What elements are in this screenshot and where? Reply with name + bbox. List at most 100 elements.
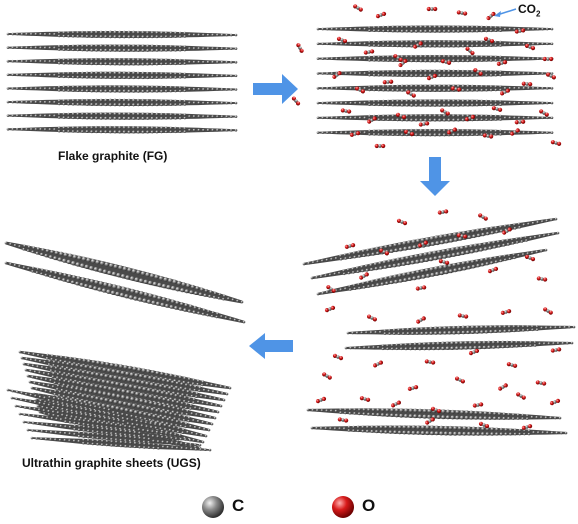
oxygen-atom <box>424 359 429 364</box>
graphene-layer <box>316 54 554 63</box>
carbon-atom <box>127 85 131 89</box>
carbon-atom <box>77 255 82 261</box>
carbon-atom <box>377 346 380 349</box>
carbon-atom <box>503 258 507 262</box>
carbon-atom <box>110 440 114 443</box>
graphene-layer <box>4 241 244 304</box>
layer-body <box>29 380 216 420</box>
carbon-atom <box>541 86 544 90</box>
carbon-atom <box>86 371 90 375</box>
carbon-atom <box>67 31 70 34</box>
carbon-atom <box>130 276 135 281</box>
carbon-atom <box>53 60 56 63</box>
carbon-atom <box>469 410 474 415</box>
carbon-atom <box>211 128 214 132</box>
co2-molecule <box>514 28 526 34</box>
carbon-atom <box>155 112 159 116</box>
carbon-atom <box>118 376 122 381</box>
carbon-atom <box>379 425 383 429</box>
carbon-atom <box>177 418 181 421</box>
carbon-atom <box>447 103 451 107</box>
carbon-atom <box>136 423 139 427</box>
carbon-atom <box>330 409 333 413</box>
carbon-atom <box>118 89 122 93</box>
carbon-atom <box>475 74 479 77</box>
carbon-atom <box>187 416 191 420</box>
carbon-atom <box>108 62 112 66</box>
oxygen-atom <box>324 307 330 313</box>
carbon-atom <box>213 416 217 420</box>
carbon-atom <box>56 401 60 404</box>
carbon-atom <box>499 55 502 59</box>
carbon-atom <box>230 33 233 37</box>
carbon-atom <box>160 85 163 89</box>
carbon-atom <box>139 398 144 403</box>
carbon-atom <box>461 55 465 58</box>
oxygen-atom <box>375 13 381 19</box>
carbon-atom <box>101 427 104 430</box>
carbon-atom <box>386 103 390 107</box>
carbon-atom <box>11 127 14 131</box>
carbon-atom <box>512 253 516 256</box>
carbon-atom <box>439 234 443 239</box>
carbon-atom <box>539 381 543 385</box>
carbon-atom <box>536 42 540 46</box>
carbon-atom <box>6 388 10 392</box>
oxygen-atom <box>315 398 321 404</box>
carbon-atom <box>48 255 53 259</box>
carbon-atom <box>98 390 102 395</box>
carbon-atom <box>347 271 351 275</box>
carbon-atom <box>377 118 381 121</box>
carbon-atom <box>485 40 488 44</box>
carbon-atom <box>456 118 460 122</box>
carbon-atom <box>419 103 423 107</box>
carbon-atom <box>99 397 104 402</box>
oxygen-atom <box>551 75 557 80</box>
co2-molecule <box>366 314 378 322</box>
carbon-atom <box>405 55 409 58</box>
carbon-atom <box>527 131 530 134</box>
carbon-atom <box>64 417 68 420</box>
carbon-atom <box>429 331 433 335</box>
carbon-atom <box>73 432 76 436</box>
carbon-atom <box>104 130 108 134</box>
oxygen-atom <box>332 353 338 359</box>
co2-molecule <box>407 385 419 391</box>
carbon-atom <box>66 279 70 283</box>
co2-molecule <box>521 424 533 430</box>
carbon-atom <box>433 114 437 118</box>
oxygen-atom <box>409 131 415 137</box>
carbon-atom <box>94 130 98 134</box>
carbon-atom <box>183 376 187 380</box>
carbon-atom <box>152 414 156 418</box>
carbon-atom <box>178 48 182 52</box>
carbon-atom <box>411 425 416 430</box>
carbon-atom <box>62 126 66 129</box>
carbon-atom <box>513 86 516 90</box>
carbon-atom <box>419 118 423 122</box>
carbon-atom <box>383 329 387 332</box>
carbon-atom <box>220 47 224 50</box>
carbon-atom <box>38 401 42 405</box>
carbon-atom <box>204 395 208 399</box>
carbon-atom <box>133 439 137 443</box>
carbon-atom <box>128 425 132 429</box>
carbon-atom <box>121 389 126 394</box>
carbon-atom <box>352 251 356 255</box>
carbon-atom <box>185 393 189 397</box>
carbon-atom <box>116 285 122 290</box>
carbon-atom <box>96 426 100 430</box>
carbon-atom <box>172 425 176 429</box>
carbon-atom <box>113 48 117 52</box>
carbon-atom <box>147 434 150 437</box>
co2-molecule <box>457 313 469 319</box>
carbon-atom <box>409 342 412 346</box>
carbon-atom <box>60 355 63 359</box>
carbon-atom <box>90 383 94 388</box>
carbon-atom <box>102 391 107 396</box>
carbon-atom <box>207 409 211 412</box>
graphene-layer <box>316 40 554 48</box>
carbon-atom <box>133 436 137 439</box>
carbon-atom <box>108 57 112 61</box>
carbon-atom <box>448 425 453 430</box>
